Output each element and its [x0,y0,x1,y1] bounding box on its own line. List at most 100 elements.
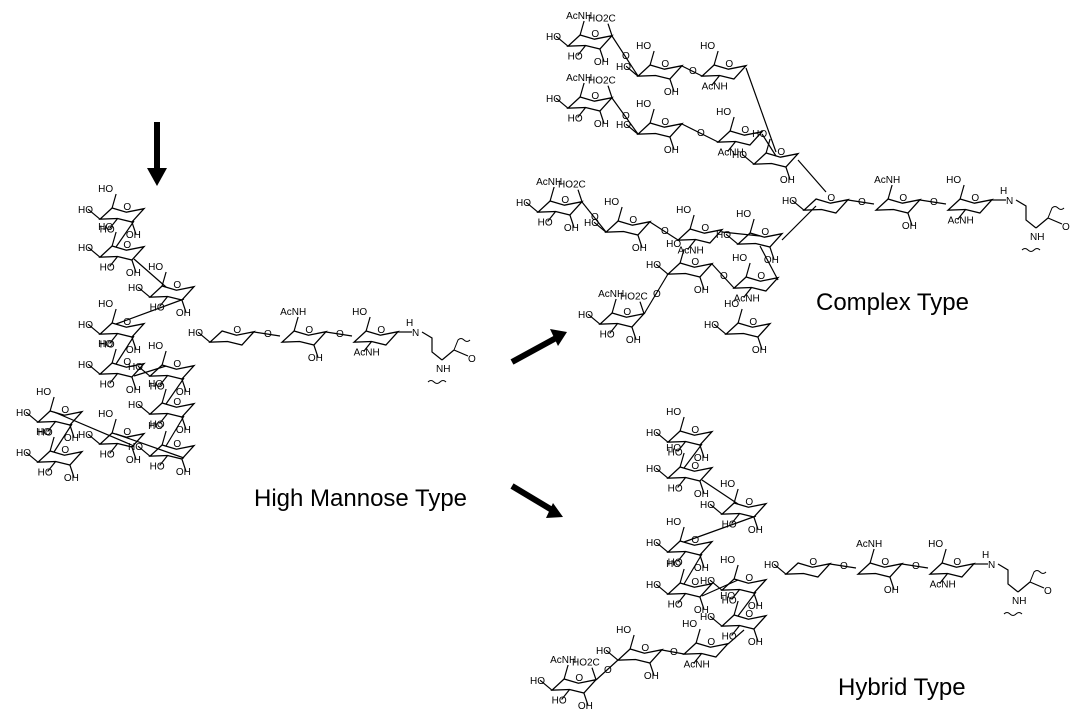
glycosidic-oxygen: O [622,111,630,122]
substituent-ho: HO [668,558,683,569]
substituent-ho: HO [352,307,367,318]
substituent-ho: HO [38,468,53,479]
substituent-acnh: AcNH [550,655,576,666]
asn-carbonyl-oxygen: O [1044,586,1052,597]
substituent-ho: HO [150,462,165,473]
substituent-ho: HO [646,538,661,549]
substituent-ho: HO [700,41,715,52]
substituent-oh: OH [644,671,659,682]
substituent-oh: OH [594,57,609,68]
substituent-ho: HO [100,450,115,461]
substituent-ho2c: HO2C [572,658,600,669]
ring-oxygen: O [123,357,131,368]
ring-oxygen: O [899,193,907,204]
substituent-acnh: AcNH [536,177,562,188]
substituent-ho: HO [700,612,715,623]
ring-oxygen: O [745,609,753,620]
substituent-oh: OH [626,335,641,346]
substituent-ho: HO [552,696,567,707]
substituent-oh: OH [748,637,763,648]
substituent-ho: HO [646,580,661,591]
substituent-ho: HO [148,379,163,390]
ring-oxygen: O [725,59,733,70]
substituent-oh: OH [126,455,141,466]
glycosidic-oxygen: O [591,212,599,223]
substituent-ho: HO [150,303,165,314]
substituent-oh: OH [126,385,141,396]
label-complex: Complex Type [816,289,969,316]
ring-oxygen: O [827,193,835,204]
substituent-oh: OH [308,353,323,364]
asn-carbonyl-oxygen: O [1062,222,1070,233]
substituent-ho: HO [722,632,737,643]
substituent-ho: HO [720,479,735,490]
substituent-acnh: AcNH [734,294,760,305]
substituent-oh: OH [664,145,679,156]
ring-oxygen: O [641,643,649,654]
substituent-ho: HO [600,330,615,341]
ring-oxygen: O [123,240,131,251]
substituent-oh: OH [748,601,763,612]
ring-oxygen: O [745,497,753,508]
substituent-acnh: AcNH [930,580,956,591]
substituent-ho: HO [98,184,113,195]
substituent-oh: OH [632,243,647,254]
substituent-ho: HO [666,559,681,570]
core-mannose: OHO [764,557,832,578]
substituent-ho: HO [732,150,747,161]
substituent-oh: OH [176,387,191,398]
glycosidic-oxygen: O [604,665,612,676]
glycosidic-oxygen: O [653,289,661,300]
asn-hydrogen: H [1000,186,1007,197]
substituent-ho: HO [128,442,143,453]
substituent-ho: HO [98,299,113,310]
substituent-oh: OH [126,345,141,356]
substituent-oh: OH [694,489,709,500]
ring-oxygen: O [741,125,749,136]
substituent-oh: OH [694,563,709,574]
substituent-ho: HO [704,320,719,331]
glycosidic-oxygen: O [689,66,697,77]
substituent-ho: HO [666,443,681,454]
substituent-ho: HO [666,239,681,250]
substituent-ho: HO [752,129,767,140]
ring-oxygen: O [701,223,709,234]
substituent-ho: HO [646,260,661,271]
ring-oxygen: O [691,425,699,436]
substituent-ho: HO [78,360,93,371]
substituent-oh: OH [694,605,709,616]
substituent-ho: HO [16,448,31,459]
substituent-ho: HO [568,114,583,125]
substituent-acnh: AcNH [948,216,974,227]
substituent-ho: HO [148,262,163,273]
substituent-ho2c: HO2C [588,76,616,87]
core-mannose: OHO [782,193,850,214]
substituent-ho: HO [716,107,731,118]
substituent-ho: HO [668,448,683,459]
arrow-down [147,122,167,186]
ring-oxygen: O [971,193,979,204]
ring-oxygen: O [757,271,765,282]
substituent-ho: HO [646,428,661,439]
ring-oxygen: O [561,195,569,206]
ring-oxygen: O [377,325,385,336]
asn-nitrogen: N [988,560,995,571]
